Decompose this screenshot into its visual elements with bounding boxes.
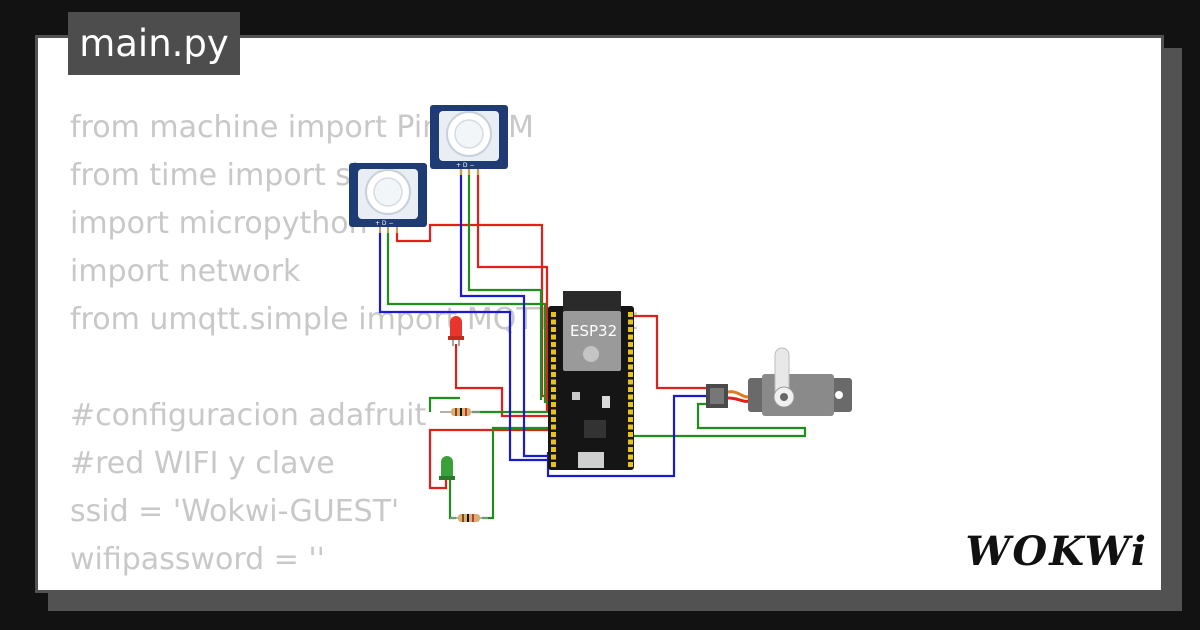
esp32-pin bbox=[628, 364, 633, 370]
esp32-pin bbox=[551, 439, 556, 445]
wire-blue bbox=[546, 394, 712, 478]
green-led[interactable] bbox=[439, 456, 455, 480]
wire-blue bbox=[378, 232, 548, 462]
wire-red bbox=[454, 344, 552, 418]
code-line: #configuracion adafruit bbox=[70, 398, 427, 433]
esp32-pin bbox=[628, 357, 633, 362]
esp32-pin bbox=[551, 349, 556, 355]
esp32-pin bbox=[551, 394, 556, 400]
esp32-pin bbox=[628, 447, 633, 452]
esp32-pin bbox=[628, 387, 633, 392]
esp32-pin bbox=[551, 334, 556, 340]
esp32-pin bbox=[551, 462, 556, 467]
wire-green bbox=[448, 480, 456, 520]
esp32-pin bbox=[628, 424, 633, 430]
esp32-pin-headers bbox=[551, 312, 633, 467]
esp32-pin bbox=[551, 357, 556, 362]
esp32-pin bbox=[551, 432, 556, 437]
esp32-pin bbox=[551, 319, 556, 325]
esp32-pin bbox=[628, 379, 633, 385]
esp32-pin bbox=[551, 387, 556, 392]
code-line: #red WIFI y clave bbox=[70, 446, 335, 481]
wire-green bbox=[632, 402, 807, 438]
esp32-pin bbox=[551, 417, 556, 422]
esp32-pin bbox=[551, 454, 556, 460]
esp32-pin bbox=[551, 402, 556, 407]
esp32-pin bbox=[628, 432, 633, 437]
pir-pins bbox=[379, 169, 479, 233]
esp32-pin bbox=[628, 334, 633, 340]
esp32-pin bbox=[628, 409, 633, 415]
esp32-pin bbox=[551, 424, 556, 430]
esp32-pin bbox=[628, 327, 633, 332]
resistor[interactable] bbox=[440, 408, 480, 416]
wire-red bbox=[632, 314, 710, 390]
esp32-pin bbox=[628, 462, 633, 467]
esp32-pin bbox=[628, 342, 633, 347]
pir-sensor[interactable]: + D − bbox=[349, 163, 427, 227]
esp32-pin bbox=[551, 447, 556, 452]
pir-pin-labels: + D − bbox=[375, 220, 394, 227]
pir-sensor[interactable]: + D − bbox=[430, 105, 508, 169]
wokwi-logo: WOKWi bbox=[965, 528, 1148, 575]
esp32-pin bbox=[628, 372, 633, 377]
esp32-board[interactable]: ESP32 bbox=[548, 291, 634, 470]
esp32-pin bbox=[628, 394, 633, 400]
esp32-pin bbox=[551, 327, 556, 332]
esp32-pin bbox=[628, 319, 633, 325]
esp32-pin bbox=[551, 364, 556, 370]
wire-green bbox=[386, 232, 552, 404]
wire-green bbox=[428, 396, 460, 412]
wire-green bbox=[467, 168, 543, 400]
code-line: import micropython bbox=[70, 206, 368, 241]
servo-motor[interactable] bbox=[706, 347, 852, 416]
red-led[interactable] bbox=[448, 316, 464, 346]
file-tab[interactable]: main.py bbox=[68, 12, 240, 75]
esp32-pin bbox=[551, 312, 556, 317]
wire-red bbox=[428, 428, 552, 490]
esp32-pin bbox=[551, 372, 556, 377]
resistor[interactable] bbox=[450, 514, 488, 522]
esp32-pin bbox=[551, 409, 556, 415]
wire-blue bbox=[459, 168, 548, 458]
esp32-label: ESP32 bbox=[570, 322, 617, 340]
esp32-pin bbox=[551, 379, 556, 385]
code-line: wifipassword = '' bbox=[70, 542, 325, 577]
esp32-pin bbox=[628, 349, 633, 355]
esp32-pin bbox=[628, 402, 633, 407]
code-preview: from machine import Pin, PWM from time i… bbox=[70, 104, 638, 590]
esp32-pin bbox=[628, 417, 633, 422]
pir-pin-labels: + D − bbox=[456, 162, 475, 169]
wire-green bbox=[482, 426, 552, 520]
esp32-pin bbox=[628, 439, 633, 445]
code-line: ssid = 'Wokwi-GUEST' bbox=[70, 494, 400, 529]
code-line: import network bbox=[70, 254, 301, 289]
esp32-pin bbox=[628, 454, 633, 460]
esp32-pin bbox=[551, 342, 556, 347]
wire-red bbox=[395, 223, 552, 398]
esp32-pin bbox=[628, 312, 633, 317]
code-line: from machine import Pin, PWM bbox=[70, 110, 534, 145]
